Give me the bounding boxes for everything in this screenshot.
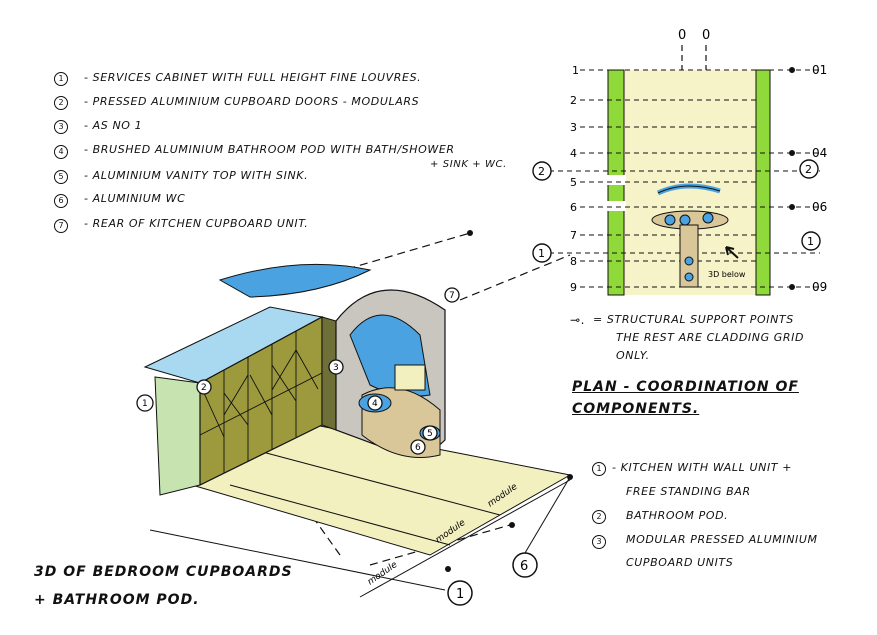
iso-big-callout-6-label: 6 — [520, 559, 528, 574]
note-text-7: - Rear of kitchen cupboard unit. — [84, 217, 309, 230]
iso-callout-1: 1 — [142, 399, 148, 409]
legend-line-3: only. — [616, 349, 650, 362]
plan-title: Plan - coordination of components. — [572, 379, 799, 417]
plan-callout-2-right — [799, 159, 819, 179]
iso-big-callout-1-label: 1 — [456, 587, 464, 602]
caption-line-2: + bathroom pod. — [34, 592, 200, 608]
component-text-2: Bathroom pod. — [626, 509, 729, 522]
plan-left-label-7: 7 — [570, 229, 577, 242]
iso-callout-5: 5 — [427, 429, 433, 439]
plan-right-wall — [755, 69, 771, 296]
plan-right-label-09: 09 — [812, 280, 827, 294]
plan-callout-2-right-label: 2 — [805, 163, 812, 176]
plan-left-label-3: 3 — [570, 121, 577, 134]
component-number-2: 2 — [592, 510, 606, 524]
plan-callout-2-left-label: 2 — [538, 165, 545, 178]
plan-drawing: 0 0 1 2 3 4 — [532, 28, 827, 296]
plan-left-label-2: 2 — [570, 94, 577, 107]
note-text-3: - As No 1 — [84, 119, 143, 132]
note-text-5: - Aluminium vanity top with sink. — [84, 169, 309, 182]
iso-callout-3: 3 — [333, 363, 339, 373]
plan-top-label-a: 0 — [678, 28, 686, 43]
plan-right-label-06: 06 — [812, 200, 827, 214]
iso-pod-roof — [218, 263, 372, 298]
iso-big-callout-1 — [447, 580, 473, 606]
legend-symbol: ⊸. — [570, 313, 586, 327]
note-text-2: - Pressed aluminium cupboard doors - mod… — [84, 95, 420, 108]
component-text-1b: free standing bar — [626, 485, 751, 498]
plan-left-label-4: 4 — [570, 147, 577, 160]
component-number-3: 3 — [592, 535, 606, 549]
note-number-1: 1 — [54, 72, 68, 86]
caption-line-1: 3D of bedroom cupboards — [34, 564, 293, 580]
isometric-drawing: 1 2 3 4 5 6 7 module module module 6 1 — [136, 230, 573, 606]
plan-left-label-9: 9 — [570, 281, 577, 294]
component-text-1: - Kitchen with wall unit + — [612, 461, 793, 474]
note-text-6: - Aluminium WC — [84, 192, 186, 205]
iso-callout-6: 6 — [415, 443, 421, 453]
plan-right-label-01: 01 — [812, 63, 827, 77]
note-number-3: 3 — [54, 120, 68, 134]
component-text-3: Modular pressed aluminium — [626, 533, 818, 546]
note-number-2: 2 — [54, 96, 68, 110]
plan-left-label-1: 1 — [572, 64, 579, 77]
iso-callout-4: 4 — [372, 399, 378, 409]
plan-callout-1-right-label: 1 — [807, 235, 814, 248]
plan-top-label-b: 0 — [702, 28, 710, 43]
plan-callout-1-left-label: 1 — [538, 247, 545, 260]
legend-line-2: The rest are cladding grid — [616, 331, 805, 344]
plan-callout-1-left — [532, 243, 552, 263]
note-number-6: 6 — [54, 194, 68, 208]
plan-callout-1-right — [801, 231, 821, 251]
note-text-1: - Services cabinet with full height fine… — [84, 71, 422, 84]
note-number-4: 4 — [54, 145, 68, 159]
plan-left-label-8: 8 — [570, 255, 577, 268]
note-number-5: 5 — [54, 170, 68, 184]
iso-callout-2: 2 — [201, 383, 207, 393]
plan-3d-below-label: 3D below — [708, 270, 746, 279]
iso-module-label-3: module — [366, 560, 400, 588]
plan-bar-stem — [679, 224, 699, 288]
component-number-1: 1 — [592, 462, 606, 476]
note-text-4-continued: + sink + WC. — [430, 159, 507, 170]
plan-left-label-6: 6 — [570, 201, 577, 214]
plan-left-label-5: 5 — [570, 176, 577, 189]
note-number-7: 7 — [54, 219, 68, 233]
note-text-4: - Brushed aluminium bathroom pod with ba… — [84, 143, 455, 156]
plan-right-label-04: 04 — [812, 146, 827, 160]
legend-line-1: = Structural support points — [593, 313, 794, 326]
component-text-3b: cupboard units — [626, 556, 734, 569]
iso-callout-7: 7 — [449, 291, 455, 301]
plan-callout-2-left — [532, 161, 552, 181]
